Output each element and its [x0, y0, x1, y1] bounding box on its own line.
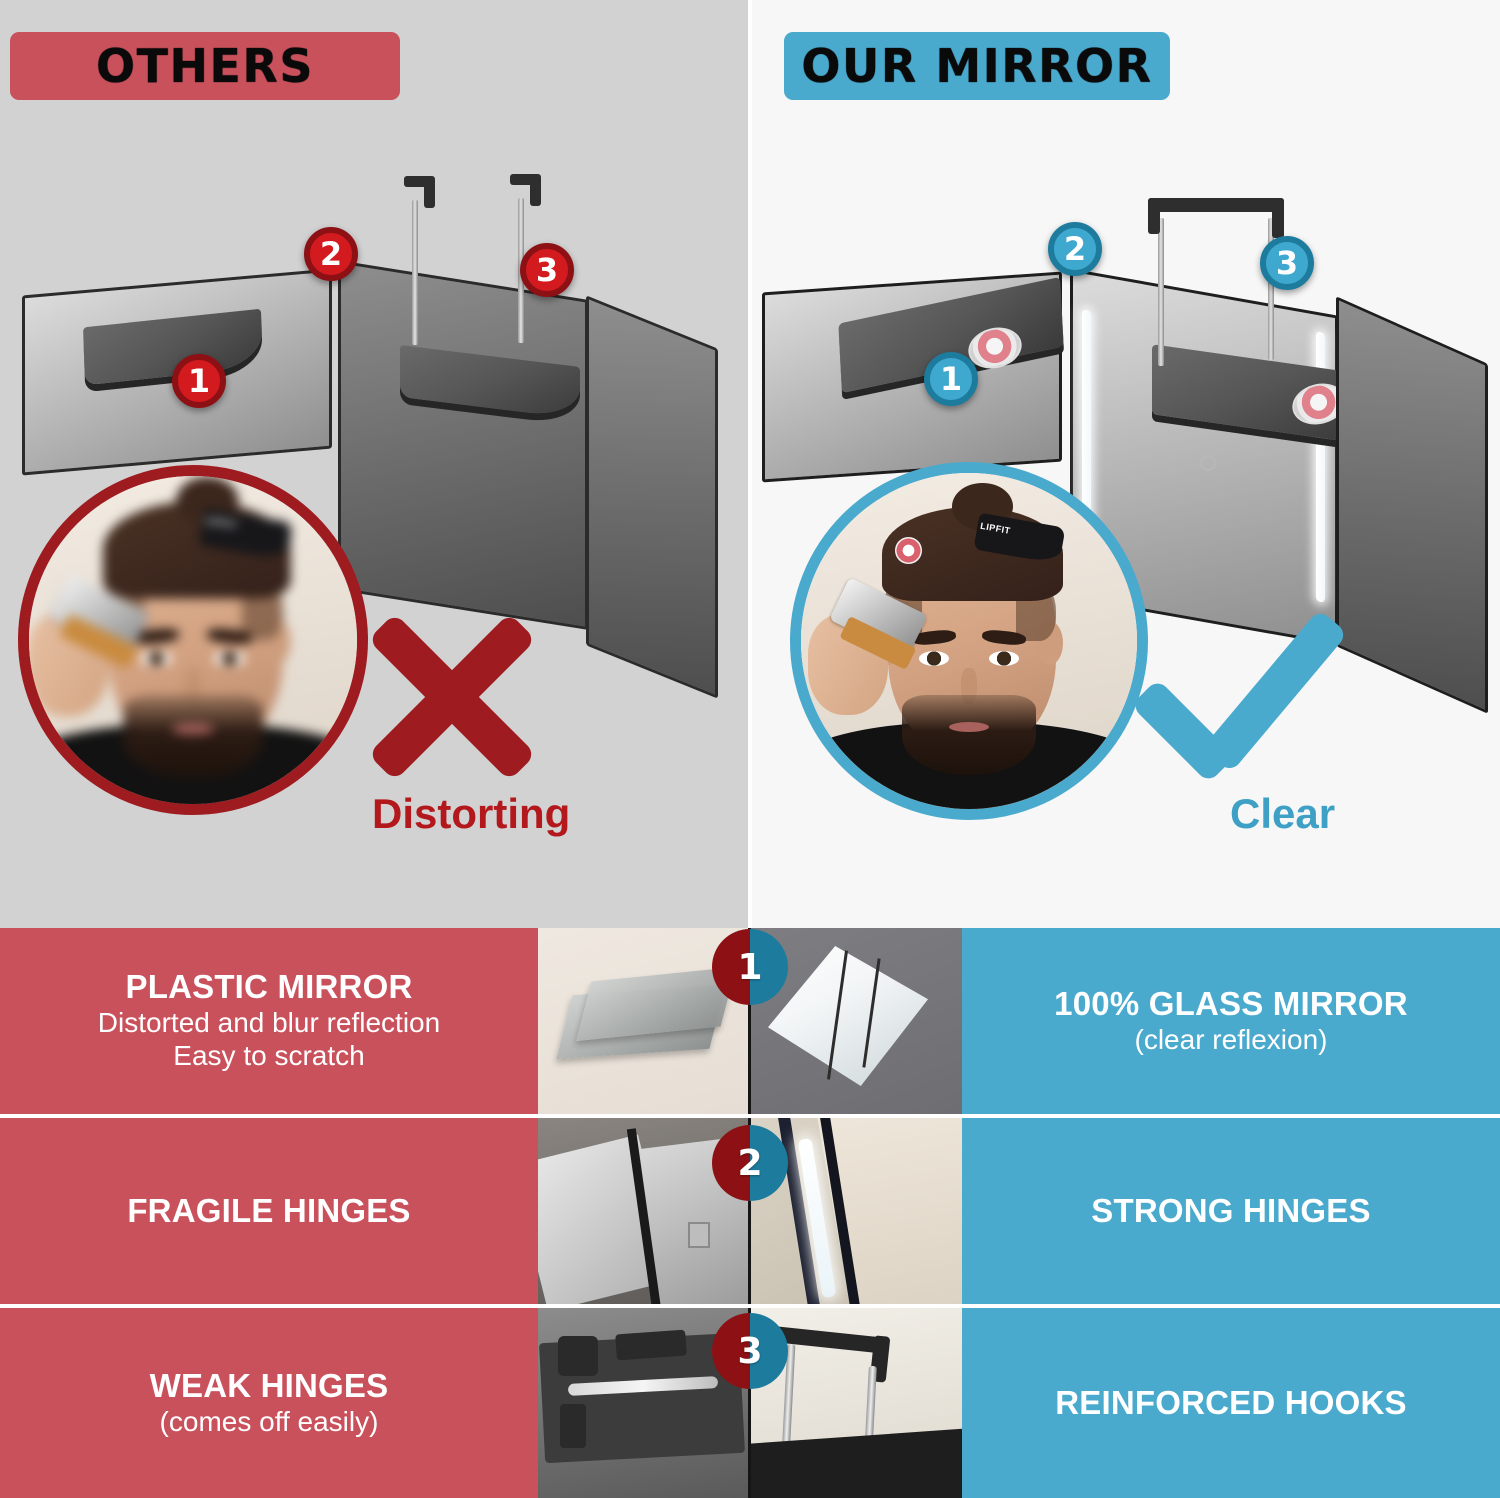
mirror-hook-bend-right — [530, 174, 541, 206]
our-mirror-led-touch-button[interactable] — [1200, 455, 1216, 471]
row-3-number-badge: 3 — [712, 1313, 788, 1389]
row-2-number-badge: 2 — [712, 1125, 788, 1201]
mirror-panel-right — [586, 295, 718, 699]
mirror-panel-center — [338, 260, 588, 630]
row-1-strip-divider — [748, 928, 751, 1114]
comparison-row-3: WEAK HINGES (comes off easily) — [0, 1308, 1500, 1498]
our-mirror-header-badge: OUR MIRROR — [784, 32, 1170, 100]
row-2-number: 2 — [737, 1142, 763, 1184]
row-1-right-title: 100% GLASS MIRROR — [1054, 984, 1408, 1022]
row-2-strip-divider — [748, 1118, 751, 1304]
our-callout-badge-2: 2 — [1048, 222, 1102, 276]
callout-badge-1: 1 — [172, 354, 226, 408]
face-illustration-blurry: LIPFIT — [29, 476, 357, 804]
row-3-right-title: REINFORCED HOOKS — [1055, 1383, 1407, 1421]
callout-badge-2-number: 2 — [319, 235, 343, 273]
row-2-photo-strip: 2 — [538, 1118, 962, 1304]
hero-right-our-mirror: 1 2 3 — [752, 0, 1500, 928]
row-1-number-badge: 1 — [712, 929, 788, 1005]
row-3-left-cell: WEAK HINGES (comes off easily) — [0, 1308, 538, 1498]
comparison-row-1: PLASTIC MIRROR Distorted and blur reflec… — [0, 928, 1500, 1114]
hero-vertical-divider — [748, 0, 752, 928]
row-1-left-title: PLASTIC MIRROR — [125, 967, 413, 1005]
our-verdict-label: Clear — [1230, 790, 1336, 837]
others-face-photo-circle: LIPFIT — [18, 465, 368, 815]
others-verdict-label: Distorting — [372, 790, 571, 837]
row-3-number: 3 — [737, 1330, 763, 1372]
row-3-right-cell: REINFORCED HOOKS — [962, 1308, 1500, 1498]
row-1-left-cell: PLASTIC MIRROR Distorted and blur reflec… — [0, 928, 538, 1114]
mirror-hook-tip-right — [510, 174, 540, 185]
callout-badge-3-number: 3 — [535, 251, 559, 289]
mirror-hook-post-left — [412, 200, 418, 345]
check-mark-icon — [1122, 609, 1349, 810]
our-hook-post-left — [1158, 218, 1164, 366]
our-callout-badge-1: 1 — [924, 352, 978, 406]
cross-mark-icon — [360, 600, 560, 800]
our-callout-badge-3: 3 — [1260, 236, 1314, 290]
callout-badge-1-number: 1 — [187, 362, 211, 400]
row-1-photo-strip: 1 — [538, 928, 962, 1114]
our-mirror-illustration — [752, 0, 1500, 714]
our-callout-badge-2-number: 2 — [1063, 230, 1087, 268]
our-face-photo: LIPFIT — [801, 473, 1137, 809]
our-callout-badge-1-number: 1 — [939, 360, 963, 398]
face-illustration-sharp: LIPFIT — [801, 473, 1137, 809]
row-1-right-sub-1: (clear reflexion) — [1134, 1023, 1328, 1055]
row-1-left-sub-2: Easy to scratch — [173, 1040, 365, 1072]
comparison-table: PLASTIC MIRROR Distorted and blur reflec… — [0, 928, 1500, 1498]
row-3-left-title: WEAK HINGES — [149, 1366, 389, 1404]
row-1-right-cell: 100% GLASS MIRROR (clear reflexion) — [962, 928, 1500, 1114]
row-3-photo-strip: 3 — [538, 1308, 962, 1498]
others-face-photo: LIPFIT — [29, 476, 357, 804]
mirror-hook-tip-left — [404, 176, 434, 187]
callout-badge-3: 3 — [520, 243, 574, 297]
our-face-photo-circle: LIPFIT — [790, 462, 1148, 820]
comparison-row-2: FRAGILE HINGES 2 STRONG H — [0, 1118, 1500, 1304]
others-header-badge: OTHERS — [10, 32, 400, 100]
our-callout-badge-3-number: 3 — [1275, 244, 1299, 282]
row-2-left-cell: FRAGILE HINGES — [0, 1118, 538, 1304]
row-3-left-sub-1: (comes off easily) — [159, 1405, 379, 1437]
hero-comparison-section: 1 2 3 — [0, 0, 1500, 928]
row-1-left-sub-1: Distorted and blur reflection — [97, 1006, 441, 1038]
row-3-strip-divider — [748, 1308, 751, 1498]
our-hook-down-left — [1148, 198, 1160, 234]
callout-badge-2: 2 — [304, 227, 358, 281]
our-hook-down-right — [1272, 198, 1284, 238]
hero-left-others: 1 2 3 — [0, 0, 748, 928]
our-hook-post-right — [1268, 218, 1274, 360]
our-mirror-panel-right — [1336, 296, 1488, 714]
our-hook-crossbar — [1148, 198, 1284, 212]
row-1-number: 1 — [737, 946, 763, 988]
row-2-left-title: FRAGILE HINGES — [127, 1191, 411, 1229]
mirror-hook-bend-left — [424, 176, 435, 208]
row-2-right-cell: STRONG HINGES — [962, 1118, 1500, 1304]
row-2-right-title: STRONG HINGES — [1091, 1191, 1371, 1229]
